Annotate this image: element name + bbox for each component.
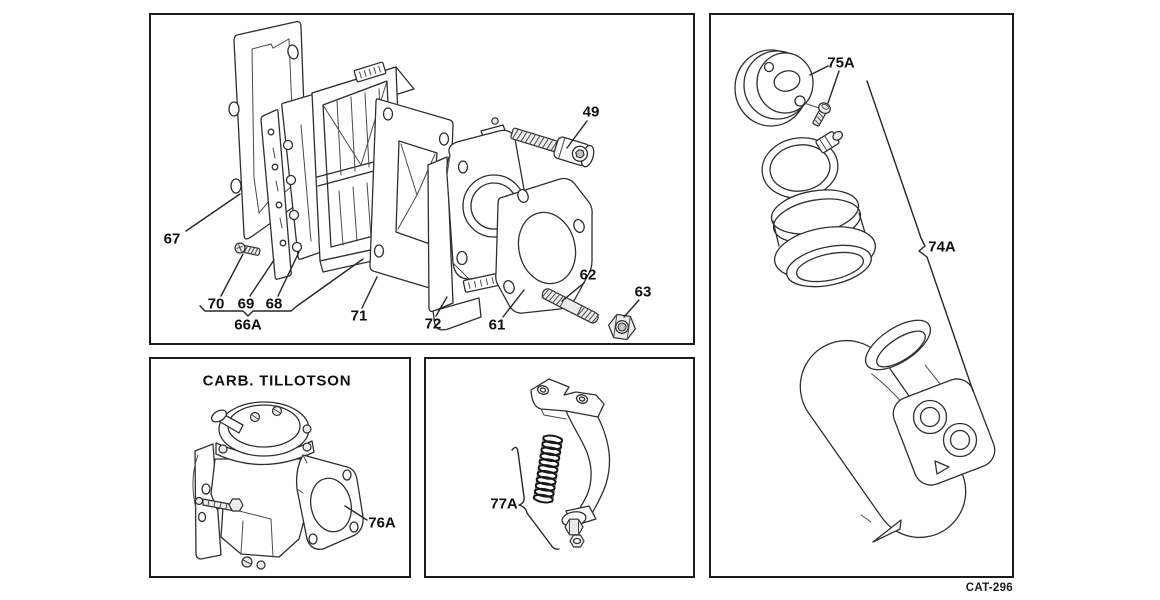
- hex-nut-63: [608, 313, 636, 341]
- callout-70: 70: [208, 296, 225, 313]
- leader-72: [435, 296, 448, 317]
- leader-lines: [185, 120, 640, 318]
- carburetor-drawing: CARB. TILLOTSON 76A: [192, 373, 396, 570]
- callout-69: 69: [238, 296, 255, 313]
- rubber-adapter: [770, 189, 877, 288]
- bracket-bolt: [561, 511, 587, 548]
- callout-68: 68: [266, 296, 283, 313]
- callout-71: 71: [351, 308, 368, 325]
- cover-plate: [734, 49, 820, 127]
- callout-72: 72: [425, 316, 442, 333]
- cover-screw: [812, 102, 831, 127]
- stud-62: [541, 288, 600, 324]
- leader-61: [502, 289, 525, 318]
- callout-75A: 75A: [827, 55, 855, 72]
- leader-74A: [866, 80, 974, 392]
- air-silencer-drawing: 75A 74A: [734, 49, 996, 543]
- leader-69: [249, 259, 275, 297]
- leader-63: [623, 299, 640, 318]
- panel-bracket-spring: 77A: [424, 357, 695, 578]
- leader-77A: [511, 446, 560, 550]
- reed-stop-plate-69: [260, 109, 292, 280]
- silencer-body: [799, 319, 996, 543]
- leader-lines: [809, 65, 974, 392]
- callout-67: 67: [164, 231, 181, 248]
- panel-reed-valve-assembly: 67 70 69 68 66A 71 72 61 49 62 63: [149, 13, 695, 345]
- figure-code: CAT-296: [965, 582, 1013, 594]
- carburetor-body: [192, 401, 364, 570]
- leader-75A-cover: [809, 65, 829, 76]
- leader-70: [220, 253, 244, 297]
- panel-carburetor: CARB. TILLOTSON 76A: [149, 357, 411, 578]
- callout-63: 63: [635, 284, 652, 301]
- callout-76A: 76A: [368, 515, 396, 532]
- leader-76A: [344, 505, 368, 521]
- leader-49: [566, 120, 588, 149]
- gasket-61: [495, 177, 593, 314]
- leader-66A: [199, 258, 364, 317]
- callout-61: 61: [489, 317, 506, 334]
- leader-68: [277, 251, 300, 297]
- leader-67: [185, 193, 241, 232]
- leader-62: [561, 282, 585, 302]
- callout-62: 62: [580, 267, 597, 284]
- spring: [532, 434, 564, 504]
- panel-air-silencer: 75A 74A: [709, 13, 1014, 578]
- bracket-spring-drawing: 77A: [490, 378, 611, 550]
- leader-75A-screw: [827, 70, 840, 104]
- callout-49: 49: [583, 104, 600, 121]
- callout-74A: 74A: [928, 239, 956, 256]
- callout-77A: 77A: [490, 496, 518, 513]
- screw-70: [234, 242, 261, 256]
- cap-screw-49: [510, 127, 595, 168]
- brand-stamp: [353, 61, 387, 83]
- reed-valve-exploded-drawing: 67 70 69 68 66A 71 72 61 49 62 63: [164, 20, 652, 341]
- carb-panel-title: CARB. TILLOTSON: [203, 373, 352, 390]
- callout-66A: 66A: [234, 317, 262, 334]
- hose-clamp: [761, 130, 843, 199]
- leader-71: [361, 276, 378, 309]
